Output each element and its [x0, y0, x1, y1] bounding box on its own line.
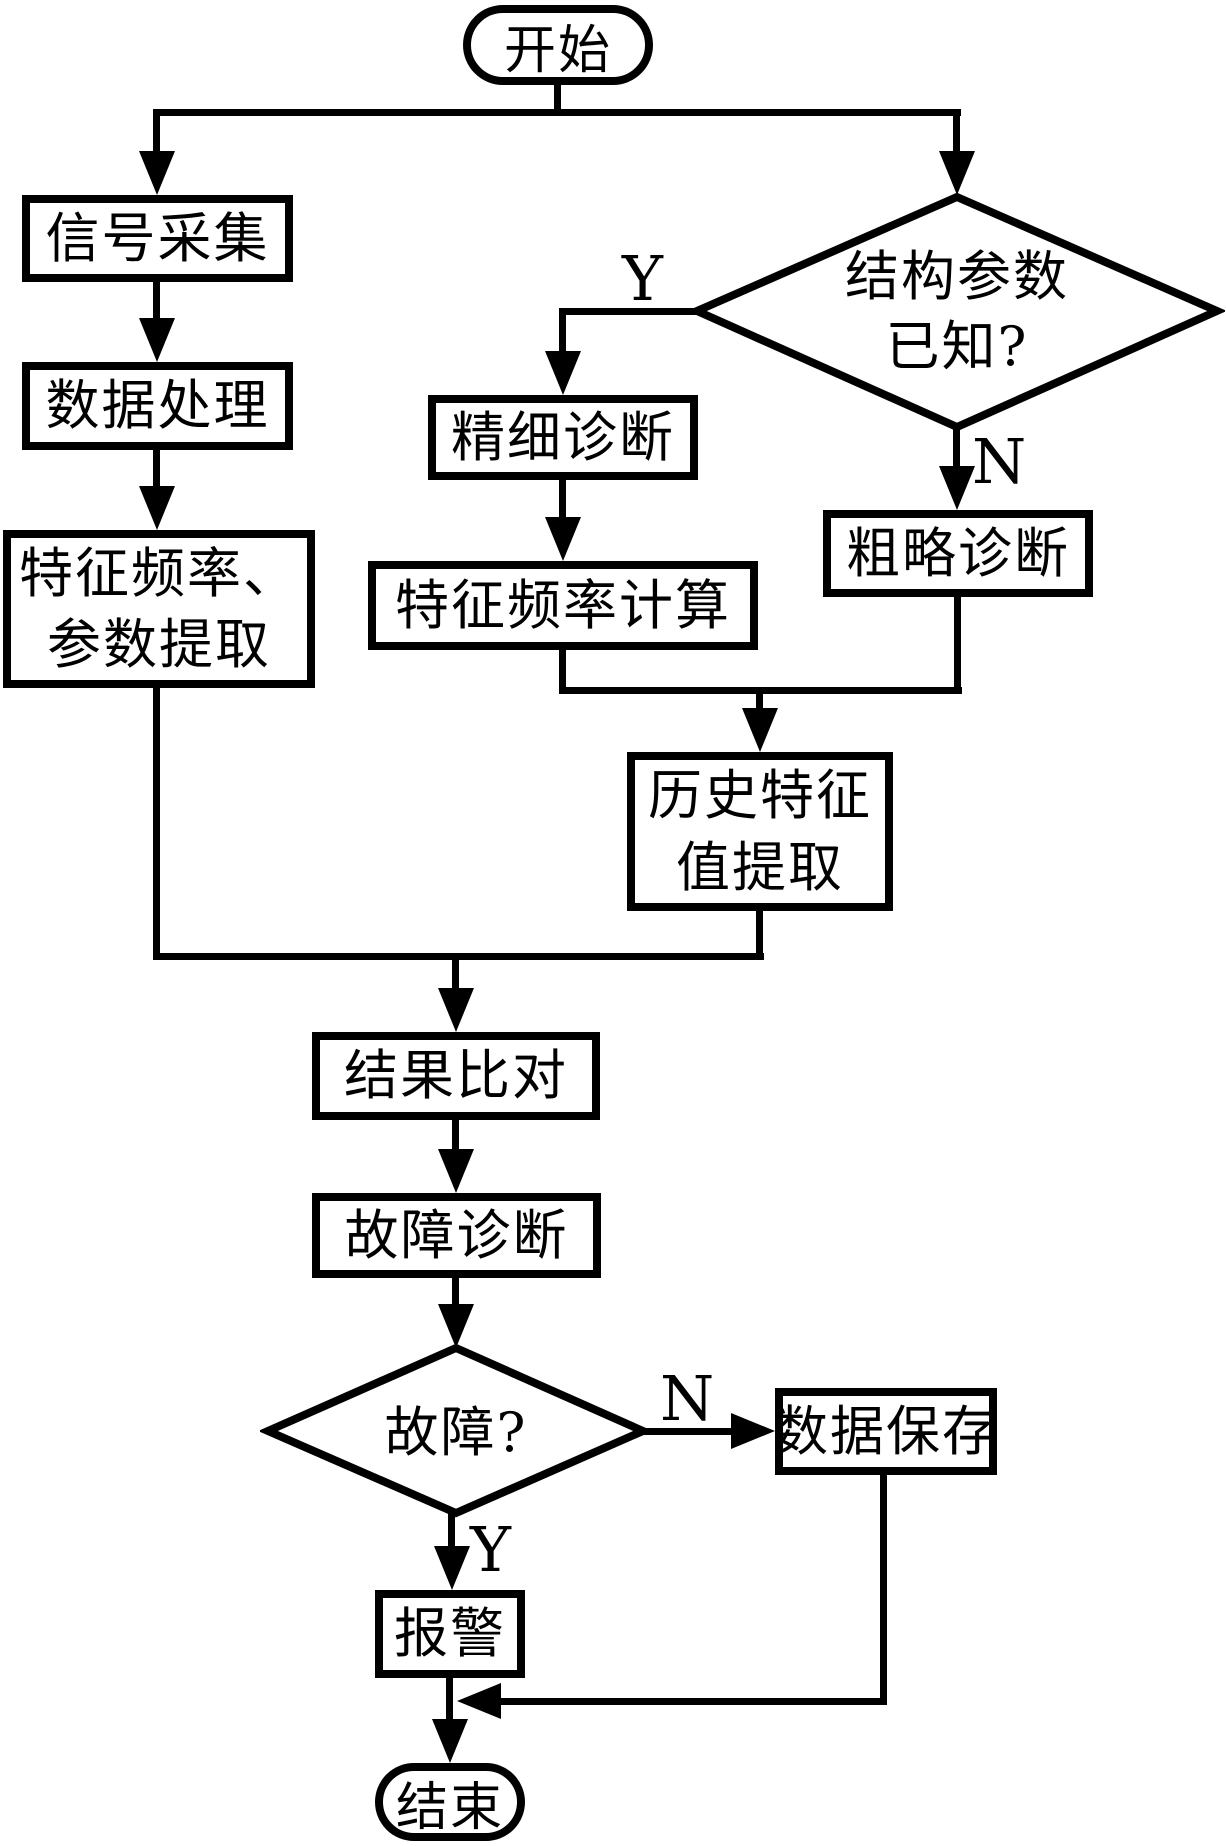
arrowhead-into-calc [545, 517, 581, 561]
arrowhead-into-signal [139, 151, 175, 195]
feature-frequency-calculation-box: 特征频率计算 [368, 561, 758, 650]
history-line1: 历史特征 [648, 764, 872, 828]
connector-diamond2-no [643, 1428, 735, 1435]
structure-params-known-diamond [689, 192, 1225, 432]
history-line2: 值提取 [676, 835, 844, 899]
freq-calc-label: 特征频率计算 [395, 573, 731, 637]
param-known-line2: 已知? [885, 315, 1029, 378]
arrowhead-into-processing [139, 318, 175, 362]
data-save-label: 数据保存 [774, 1399, 998, 1463]
end-label: 结束 [395, 1777, 504, 1838]
label-yes-fault: Y [470, 1513, 511, 1586]
fine-diagnosis-label: 精细诊断 [451, 405, 675, 469]
arrowhead-into-compare [438, 988, 474, 1032]
connector-bottom-merge [490, 1698, 887, 1705]
connector-top-bus [153, 109, 961, 116]
data-save-box: 数据保存 [774, 1388, 998, 1475]
connector-history-down [756, 911, 763, 960]
connector-save-down [880, 1475, 887, 1705]
arrowhead-into-save [731, 1413, 775, 1449]
feature-extract-line2: 参数提取 [47, 613, 271, 676]
result-comparison-label: 结果比对 [344, 1044, 568, 1108]
alarm-label: 报警 [394, 1602, 506, 1666]
feature-frequency-extraction-box: 特征频率、 参数提取 [3, 530, 315, 688]
feature-extract-line1: 特征频率、 [19, 541, 299, 605]
arrowhead-into-diagnosis [438, 1149, 474, 1193]
arrowhead-into-history [742, 708, 778, 752]
arrowhead-into-end [432, 1719, 468, 1763]
connector-start-down [554, 85, 561, 113]
history-feature-extraction-box: 历史特征 值提取 [627, 752, 893, 911]
fine-diagnosis-box: 精细诊断 [428, 395, 698, 480]
connector-yes-down [559, 308, 566, 356]
connector-rough-down [954, 597, 961, 694]
connector-to-diamond1 [953, 109, 960, 155]
connector-calc-down [559, 650, 566, 694]
start-terminator: 开始 [463, 5, 653, 85]
start-label: 开始 [503, 20, 612, 81]
connector-signal-to-processing [153, 282, 160, 322]
arrowhead-into-diamond1 [939, 151, 975, 195]
rough-diagnosis-box: 粗略诊断 [823, 510, 1093, 597]
result-comparison-box: 结果比对 [312, 1032, 600, 1120]
connector-diamond1-yes [559, 308, 701, 315]
connector-fine-to-calc [559, 480, 566, 522]
connector-diamond2-yes [448, 1513, 455, 1551]
connector-extract-down [153, 688, 160, 960]
connector-to-signal [153, 109, 160, 155]
fault-decision-label: 故障? [384, 1400, 528, 1464]
alarm-box: 报警 [375, 1590, 525, 1678]
arrowhead-into-alarm [434, 1546, 470, 1590]
signal-collection-label: 信号采集 [45, 206, 270, 270]
arrowhead-into-rough [939, 466, 975, 510]
fault-diagnosis-box: 故障诊断 [312, 1193, 601, 1278]
arrowhead-into-diamond2 [438, 1304, 474, 1348]
structure-params-known-text: 结构参数 已知? [689, 191, 1225, 433]
fault-diamond [260, 1344, 652, 1518]
connector-compare-to-diag [452, 1120, 459, 1154]
connector-alarm-down [446, 1678, 453, 1722]
fault-diagnosis-label: 故障诊断 [344, 1203, 569, 1267]
signal-collection-box: 信号采集 [22, 195, 293, 282]
data-processing-label: 数据处理 [45, 374, 270, 438]
label-no-structure: N [972, 425, 1027, 498]
arrowhead-into-fine [545, 351, 581, 395]
end-terminator: 结束 [375, 1763, 525, 1841]
param-known-line1: 结构参数 [845, 244, 1069, 308]
connector-to-history [756, 687, 763, 712]
arrowhead-into-extract [139, 486, 175, 530]
connector-diamond1-no [953, 425, 960, 471]
connector-to-compare [452, 953, 459, 993]
label-yes-structure: Y [622, 242, 663, 315]
connector-processing-to-extract [153, 450, 160, 490]
arrowhead-into-merge-junction [457, 1683, 501, 1719]
rough-diagnosis-label: 粗略诊断 [846, 521, 1070, 585]
data-processing-box: 数据处理 [22, 362, 293, 450]
label-no-fault: N [660, 1362, 715, 1435]
fault-diamond-text: 故障? [260, 1344, 652, 1522]
connector-diag-to-diamond2 [452, 1278, 459, 1310]
